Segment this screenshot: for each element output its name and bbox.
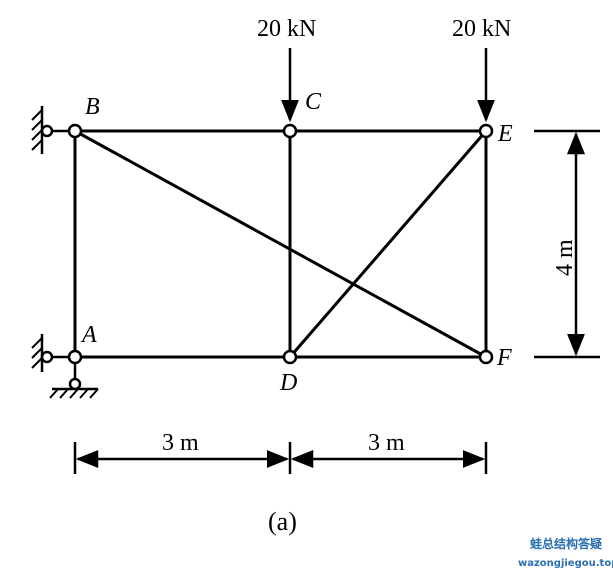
dimension-right-label: 3 m	[368, 430, 405, 456]
node-label-f: F	[496, 345, 512, 371]
watermark-line2: wazongjiegou.top	[518, 558, 613, 569]
node-label-c: C	[305, 89, 322, 115]
node-a	[67, 349, 83, 365]
dimension-height-label: 4 m	[552, 239, 578, 276]
node-label-b: B	[85, 94, 100, 120]
node-label-a: A	[80, 322, 97, 348]
truss-members	[73, 129, 488, 359]
node-b	[67, 123, 83, 139]
watermark: 蛙总结构答疑 wazongjiegou.top	[518, 536, 613, 569]
member-bf	[73, 129, 488, 359]
load-arrows: 20 kN 20 kN	[257, 16, 511, 123]
dimension-left-label: 3 m	[162, 430, 199, 456]
dimension-height: 4 m	[534, 129, 600, 359]
dimension-spans: 3 m 3 m	[73, 430, 488, 474]
node-e	[478, 123, 494, 139]
load-label-e: 20 kN	[452, 16, 511, 42]
node-f	[478, 349, 494, 365]
truss-nodes	[67, 123, 494, 365]
load-label-c: 20 kN	[257, 16, 316, 42]
node-c	[282, 123, 298, 139]
support-b	[31, 106, 75, 154]
node-labels: B C E A D F	[80, 89, 513, 396]
member-de	[288, 129, 488, 359]
node-label-d: D	[279, 370, 297, 396]
node-d	[282, 349, 298, 365]
figure-caption: (a)	[268, 507, 297, 536]
node-label-e: E	[497, 121, 513, 147]
watermark-line1: 蛙总结构答疑	[530, 536, 602, 551]
